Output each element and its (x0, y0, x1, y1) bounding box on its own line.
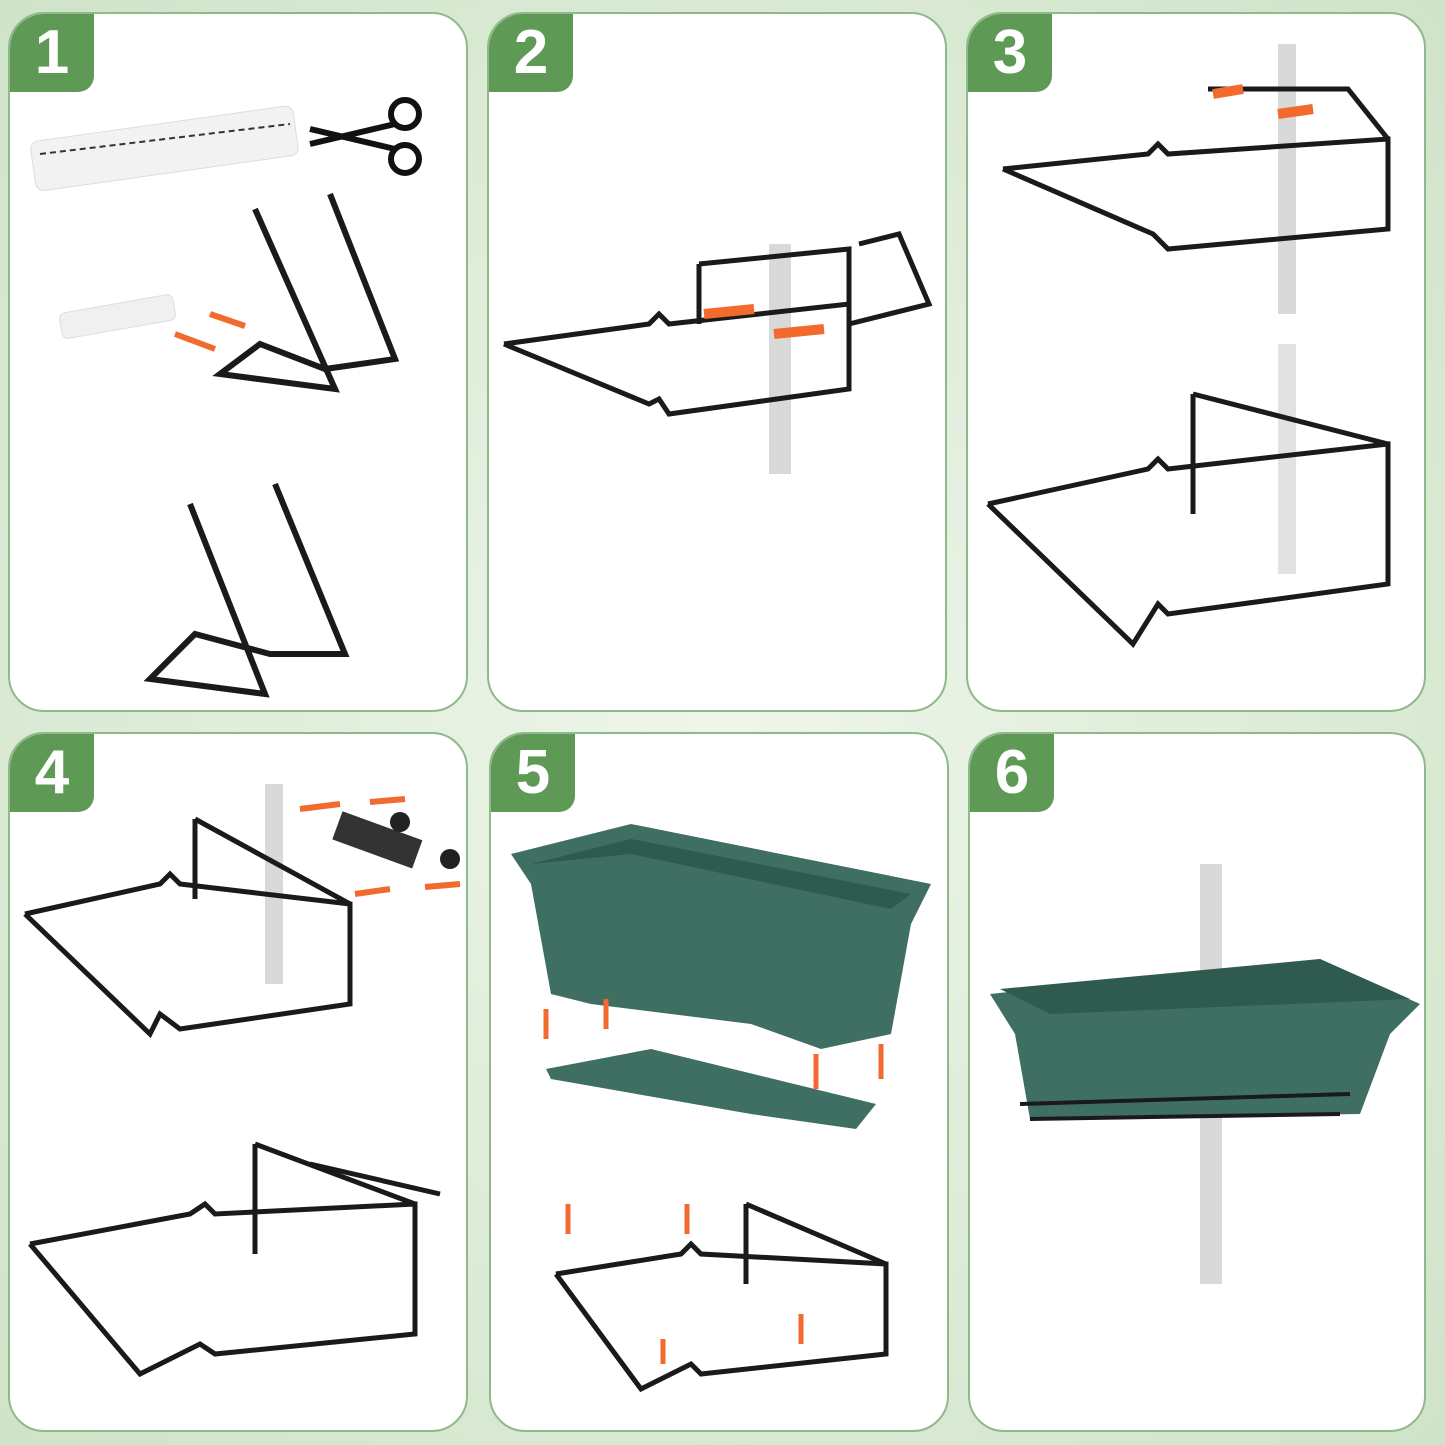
step-badge: 2 (489, 14, 573, 92)
step-panel-3: 3 (966, 12, 1426, 712)
bracket-insert-illustration (503, 231, 933, 474)
step-panel-4: 4 (8, 732, 468, 1432)
scissors-icon (309, 97, 422, 176)
step-panel-1: 1 (8, 12, 468, 712)
planter-tray-illustration (511, 824, 931, 1393)
step-badge: 4 (10, 734, 94, 812)
foam-and-bracket-illustration (30, 97, 422, 698)
step-badge: 6 (970, 734, 1054, 812)
step-badge: 1 (10, 14, 94, 92)
mounted-planter-illustration (990, 864, 1420, 1284)
step-panel-2: 2 (487, 12, 947, 712)
step-badge: 3 (968, 14, 1052, 92)
step-panel-6: 6 (968, 732, 1426, 1432)
step-panel-5: 5 (489, 732, 949, 1432)
clamp-attach-illustration (23, 784, 461, 1378)
bracket-fold-illustration (986, 44, 1391, 648)
step-badge: 5 (491, 734, 575, 812)
